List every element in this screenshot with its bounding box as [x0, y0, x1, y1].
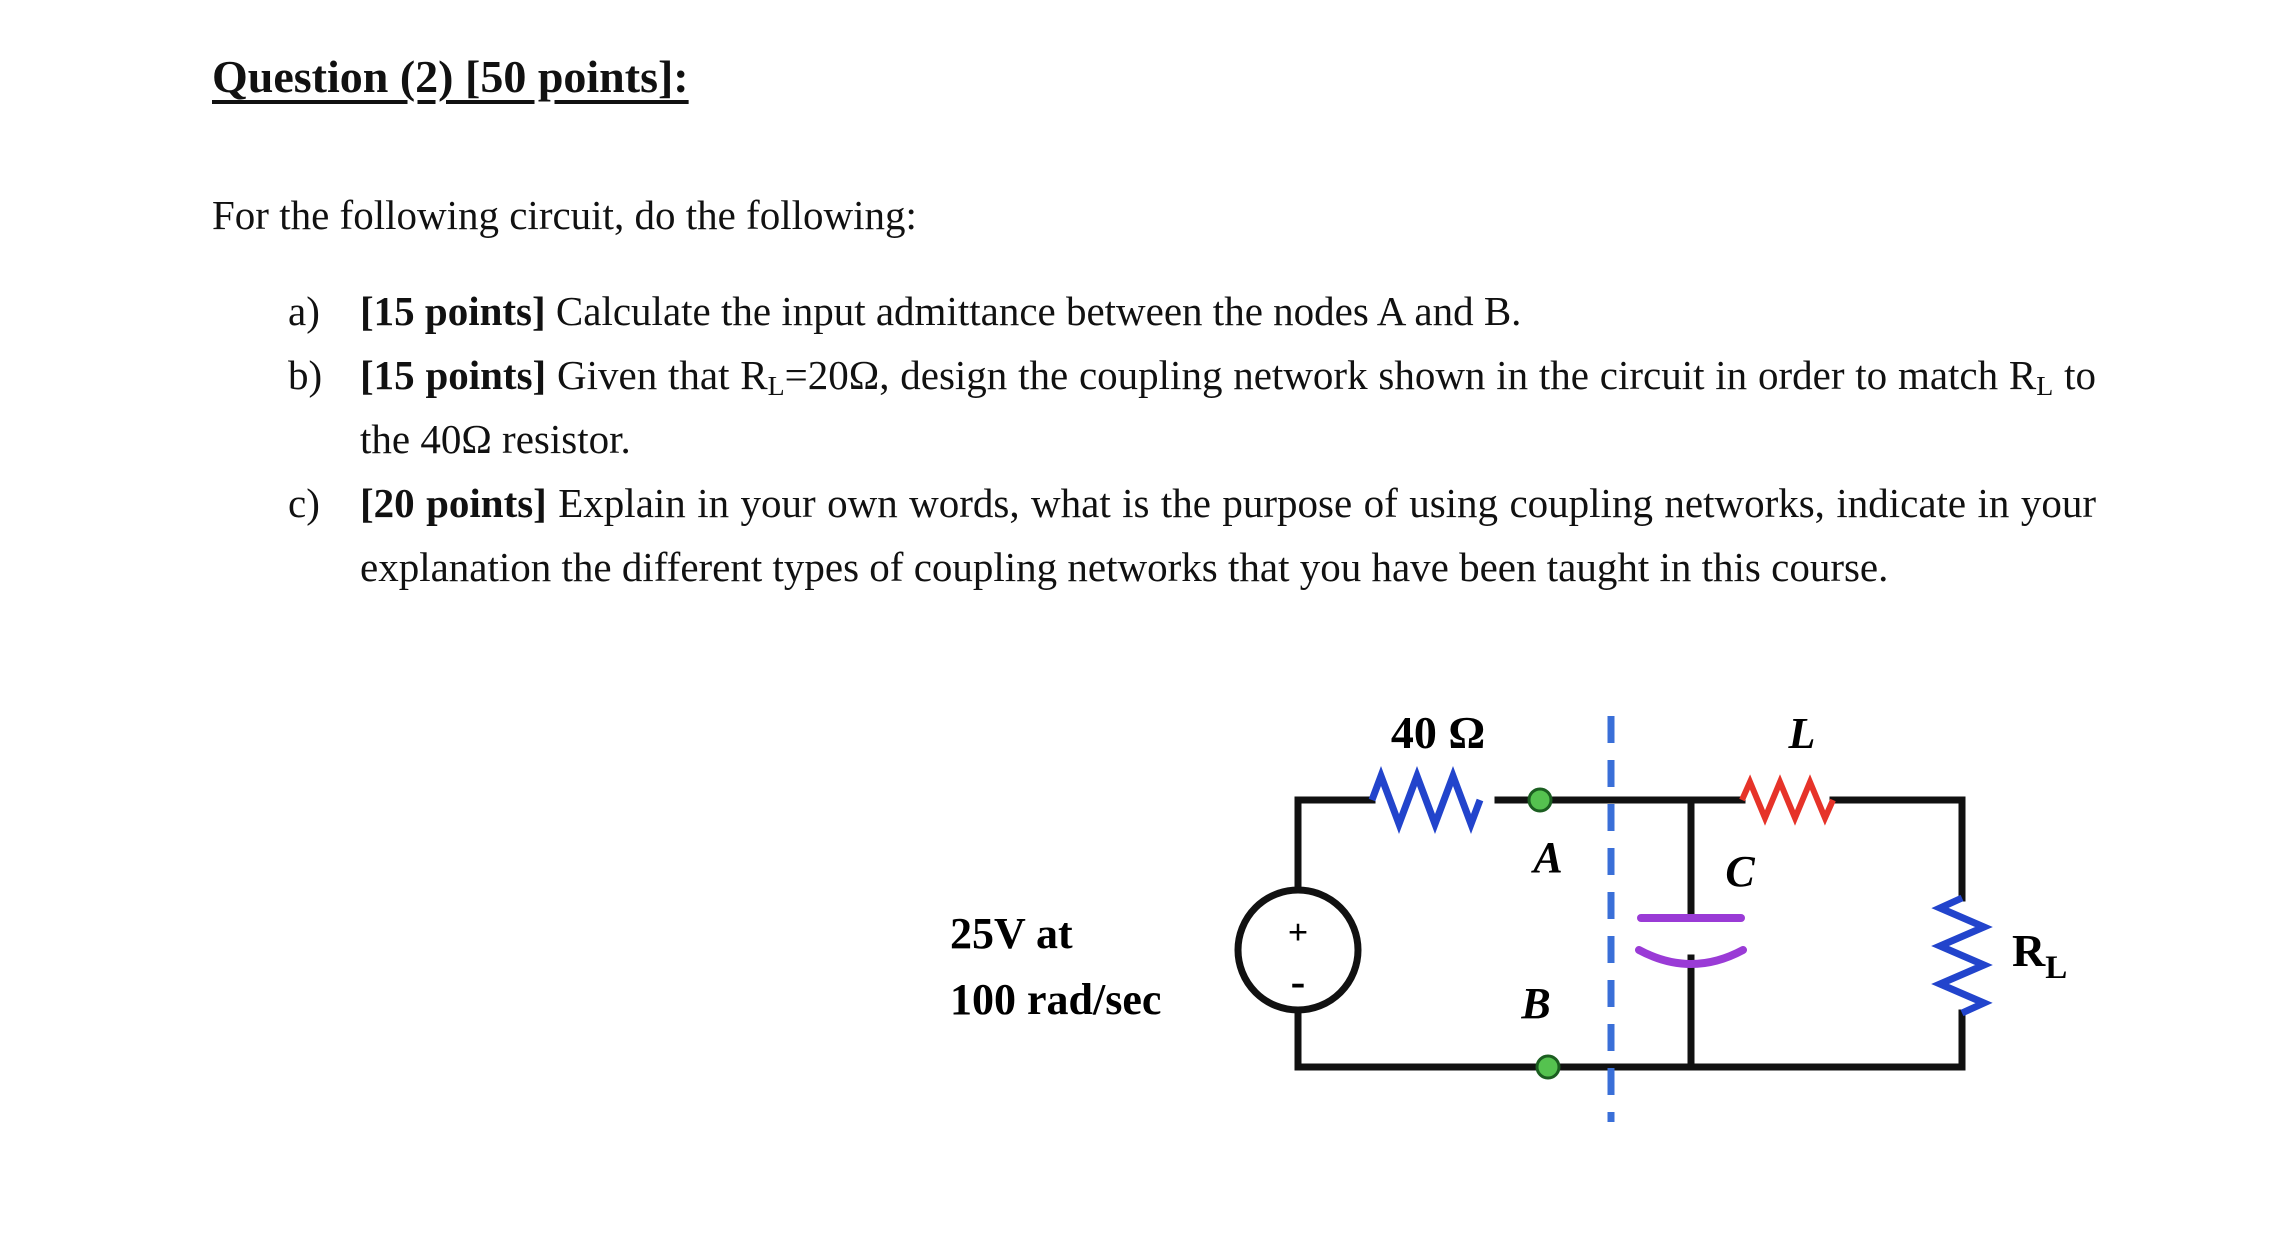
capacitor-bottom-plate	[1635, 946, 1747, 968]
load-resistor	[1931, 894, 1993, 1017]
item-c-marker: c)	[288, 480, 320, 526]
item-b-body-2: =20Ω, design the coupling network shown …	[784, 352, 2037, 398]
load-resistor-label: RL	[2012, 925, 2067, 986]
question-list: a) [15 points] Calculate the input admit…	[212, 279, 2172, 599]
item-b-points: [15 points]	[360, 352, 547, 398]
resistor-value-label: 40 Ω	[1391, 707, 1485, 758]
item-b-marker: b)	[288, 352, 323, 398]
item-c-text: [20 points] Explain in your own words, w…	[360, 471, 2096, 599]
resistor-40ohm	[1368, 766, 1484, 834]
item-a-points: [15 points]	[360, 288, 546, 334]
voltage-source-minus: -	[1291, 957, 1306, 1006]
node-b-label: B	[1520, 979, 1550, 1028]
voltage-source-circle	[1234, 886, 1362, 1014]
item-a-text: [15 points] Calculate the input admittan…	[360, 279, 2096, 343]
capacitor	[1635, 914, 1747, 968]
question-document: Question (2) [50 points]: For the follow…	[212, 50, 2172, 599]
voltage-source: + -	[1234, 886, 1362, 1014]
load-resistor-label-sub: L	[2045, 950, 2067, 986]
item-c-points: [20 points]	[360, 480, 547, 526]
node-b-dot	[1535, 1054, 1561, 1080]
item-a-body: Calculate the input admittance between t…	[545, 288, 1522, 334]
item-b-body-3: to the 40Ω resistor.	[360, 352, 2096, 462]
item-b-sub-2: L	[2036, 371, 2054, 403]
inductor	[1739, 774, 1836, 826]
capacitor-label: C	[1725, 847, 1755, 896]
list-item-a: a) [15 points] Calculate the input admit…	[288, 279, 2172, 343]
voltage-source-plus: +	[1288, 912, 1309, 952]
inductor-label: L	[1788, 709, 1816, 758]
load-resistor-label-main: R	[2012, 925, 2046, 976]
source-value-line1: 25V at	[950, 909, 1073, 958]
list-item-b: b) [15 points] Given that RL=20Ω, design…	[288, 343, 2172, 471]
list-item-c: c) [20 points] Explain in your own words…	[288, 471, 2172, 599]
node-a-label: A	[1530, 833, 1562, 882]
item-b-text: [15 points] Given that RL=20Ω, design th…	[360, 343, 2096, 471]
item-a-marker: a)	[288, 288, 320, 334]
page-title: Question (2) [50 points]:	[212, 51, 689, 102]
item-c-body: Explain in your own words, what is the p…	[360, 480, 2096, 590]
intro-text: For the following circuit, do the follow…	[212, 192, 917, 238]
item-b-body-1: Given that R	[546, 352, 768, 398]
node-a-dot	[1527, 787, 1553, 813]
source-value-line2: 100 rad/sec	[950, 975, 1161, 1024]
item-b-sub-1: L	[767, 371, 785, 403]
circuit-wires	[1294, 796, 1966, 1071]
